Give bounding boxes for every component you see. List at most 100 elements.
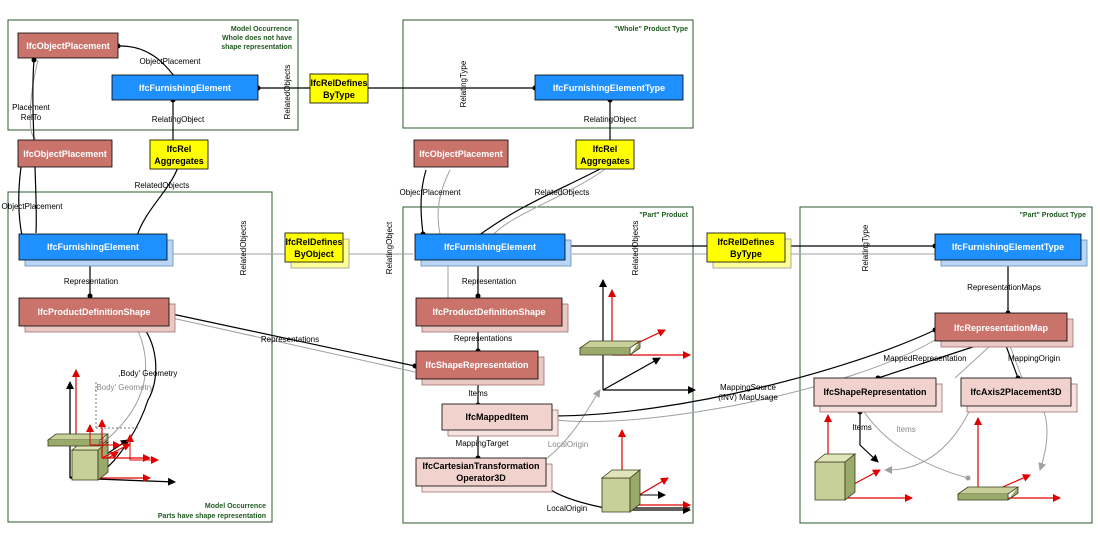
box-label-line: IfcCartesianTransformation xyxy=(422,461,539,471)
box-label: IfcFurnishingElement xyxy=(444,242,536,252)
edge-label-rel-to: RelTo xyxy=(21,113,42,122)
edge-label-body-geometry: ‚Body' Geometry xyxy=(119,369,178,378)
ifc-rel-defines-by-type-box[interactable]: IfcRelDefines ByType xyxy=(309,73,369,104)
ifc-rel-aggregates-box[interactable]: IfcRel Aggregates xyxy=(575,139,635,170)
edge-label-object-placement: ObjectPlacement xyxy=(400,188,462,197)
box-label-line: IfcRelDefines xyxy=(285,237,342,247)
ifc-furnishing-element-type-box[interactable]: IfcFurnishingElementType xyxy=(534,74,684,101)
box-label: IfcRepresentationMap xyxy=(954,323,1049,333)
frame-part-product-type: "Part" Product Type xyxy=(799,206,1093,524)
box-label-line: ByType xyxy=(323,90,355,100)
box-label: IfcFurnishingElementType xyxy=(553,83,665,93)
box-label: IfcObjectPlacement xyxy=(419,149,503,159)
edge-label-mapped-representation: MappedRepresentation xyxy=(883,354,966,363)
ifc-rel-aggregates-box[interactable]: IfcRel Aggregates xyxy=(149,139,209,170)
box-label: IfcObjectPlacement xyxy=(23,149,107,159)
edge-label-object-placement: ObjectPlacement xyxy=(2,202,64,211)
edge-label-items: Items xyxy=(852,423,872,432)
box-label-line: ByType xyxy=(730,249,762,259)
box-label: IfcMappedItem xyxy=(465,412,528,422)
box-label: IfcFurnishingElement xyxy=(139,83,231,93)
edge-label-representation-maps: RepresentationMaps xyxy=(967,283,1041,292)
box-label-line: Aggregates xyxy=(154,156,204,166)
box-label-line: Operator3D xyxy=(456,473,506,483)
box-label: IfcAxis2Placement3D xyxy=(970,387,1062,397)
frame-part-product: "Part" Product xyxy=(402,206,694,524)
ifc-furnishing-element-box[interactable]: IfcFurnishingElement xyxy=(414,233,572,267)
edge-label-placement: Placement xyxy=(12,103,51,112)
frame-title-line: Model Occurrence xyxy=(231,26,292,33)
ifc-shape-representation-box[interactable]: IfcShapeRepresentation xyxy=(813,377,943,413)
ifc-mapped-item-box[interactable]: IfcMappedItem xyxy=(441,403,559,437)
edge-label-map-usage: (INV) MapUsage xyxy=(718,393,778,402)
edge-label-related-objects: RelatedObjects xyxy=(535,188,590,197)
ifc-axis2-placement-3d-box[interactable]: IfcAxis2Placement3D xyxy=(960,377,1078,413)
frame-whole-product-type: "Whole" Product Type xyxy=(402,19,694,129)
slab-geometry-illustration-right xyxy=(956,417,1061,502)
box-label: IfcProductDefinitionShape xyxy=(37,307,150,317)
edge-label-mapping-origin: MappingOrigin xyxy=(1008,354,1060,363)
ifc-object-placement-box[interactable]: IfcObjectPlacement xyxy=(17,139,113,168)
edge-label-mapping-target: MappingTarget xyxy=(456,439,510,448)
box-label-line: IfcRel xyxy=(593,144,618,154)
ifc-shape-representation-box[interactable]: IfcShapeRepresentation xyxy=(415,350,545,386)
edge-label-relating-object: RelatingObject xyxy=(152,115,205,124)
box-label: IfcFurnishingElement xyxy=(47,242,139,252)
edge-label-relating-type: RelatingType xyxy=(459,60,468,107)
ifc-furnishing-element-box[interactable]: IfcFurnishingElement xyxy=(111,74,259,101)
frame-title-line: shape representation xyxy=(221,44,292,51)
edge-label-items: Items xyxy=(468,389,488,398)
edge-label-relating-type: RelatingType xyxy=(861,224,870,271)
box-geometry-illustration-right xyxy=(813,414,913,502)
ifc-product-definition-shape-box[interactable]: IfcProductDefinitionShape xyxy=(18,297,176,333)
connector-dots-gray xyxy=(965,475,971,481)
ifc-rel-defines-by-type-box[interactable]: IfcRelDefines ByType xyxy=(706,232,792,269)
ifc-product-definition-shape-box[interactable]: IfcProductDefinitionShape xyxy=(415,297,569,333)
box-label: IfcShapeRepresentation xyxy=(425,360,528,370)
body-geometry-illustration-left xyxy=(46,369,176,486)
frame-title: "Part" Product xyxy=(639,212,688,219)
ifc-cartesian-transformation-operator-3d-box[interactable]: IfcCartesianTransformation Operator3D xyxy=(415,457,553,493)
edge-label-relating-object: RelatingObject xyxy=(584,115,637,124)
edge-label-related-objects: RelatedObjects xyxy=(239,221,248,276)
ifc-representation-map-box[interactable]: IfcRepresentationMap xyxy=(934,312,1074,348)
black-connectors xyxy=(18,45,1019,509)
ifc-object-placement-box[interactable]: IfcObjectPlacement xyxy=(17,32,119,59)
ifc-rel-defines-by-object-box[interactable]: IfcRelDefines ByObject xyxy=(284,232,350,269)
ifc-furnishing-element-type-box[interactable]: IfcFurnishingElementType xyxy=(934,233,1088,267)
frame-title-line: Parts have shape representation xyxy=(158,513,266,520)
frame-title: "Whole" Product Type xyxy=(614,26,688,33)
slab-geometry-illustration-middle xyxy=(578,279,691,391)
edge-label-local-origin-gray: LocalOrigin xyxy=(548,440,588,449)
box-geometry-illustration-middle xyxy=(600,429,691,514)
edge-label-local-origin: LocalOrigin xyxy=(547,504,587,513)
edge-label-related-objects: RelatedObjects xyxy=(135,181,190,190)
frame-title: "Part" Product Type xyxy=(1020,212,1087,219)
ifc-furnishing-element-box[interactable]: IfcFurnishingElement xyxy=(18,233,174,267)
box-label: IfcFurnishingElementType xyxy=(952,242,1064,252)
box-label-line: Aggregates xyxy=(580,156,630,166)
box-label: IfcObjectPlacement xyxy=(26,41,110,51)
box-label: IfcProductDefinitionShape xyxy=(432,307,545,317)
box-label-line: IfcRelDefines xyxy=(717,237,774,247)
edge-label-related-objects: RelatedObjects xyxy=(631,221,640,276)
edge-label-items-gray: Items xyxy=(896,425,916,434)
edge-label-representations: Representations xyxy=(454,334,512,343)
edge-label-mapping-source: MappingSource xyxy=(720,383,777,392)
box-label-line: IfcRel xyxy=(167,144,192,154)
frame-model-occurrence-bottom: Model Occurrence Parts have shape repres… xyxy=(7,191,273,523)
frame-title-line: Whole does not have xyxy=(222,35,292,42)
box-label-line: IfcRelDefines xyxy=(310,78,367,88)
box-label: IfcShapeRepresentation xyxy=(823,387,926,397)
frame-model-occurrence-top: Model Occurrence Whole does not have sha… xyxy=(7,19,299,131)
edge-label-representation: Representation xyxy=(64,277,118,286)
edge-label-representations: Representations xyxy=(261,335,319,344)
edge-label-object-placement: ObjectPlacement xyxy=(140,57,202,66)
edge-labels: ObjectPlacement Placement RelTo Relating… xyxy=(2,57,1060,513)
edge-label-related-objects: RelatedObjects xyxy=(283,65,292,120)
ifc-object-placement-box[interactable]: IfcObjectPlacement xyxy=(413,139,509,168)
edge-label-body-geometry-gray: ‚Body' Geometry xyxy=(95,383,154,392)
edge-label-relating-object: RelatingObject xyxy=(385,221,394,274)
frame-title-line: Model Occurrence xyxy=(205,503,266,510)
